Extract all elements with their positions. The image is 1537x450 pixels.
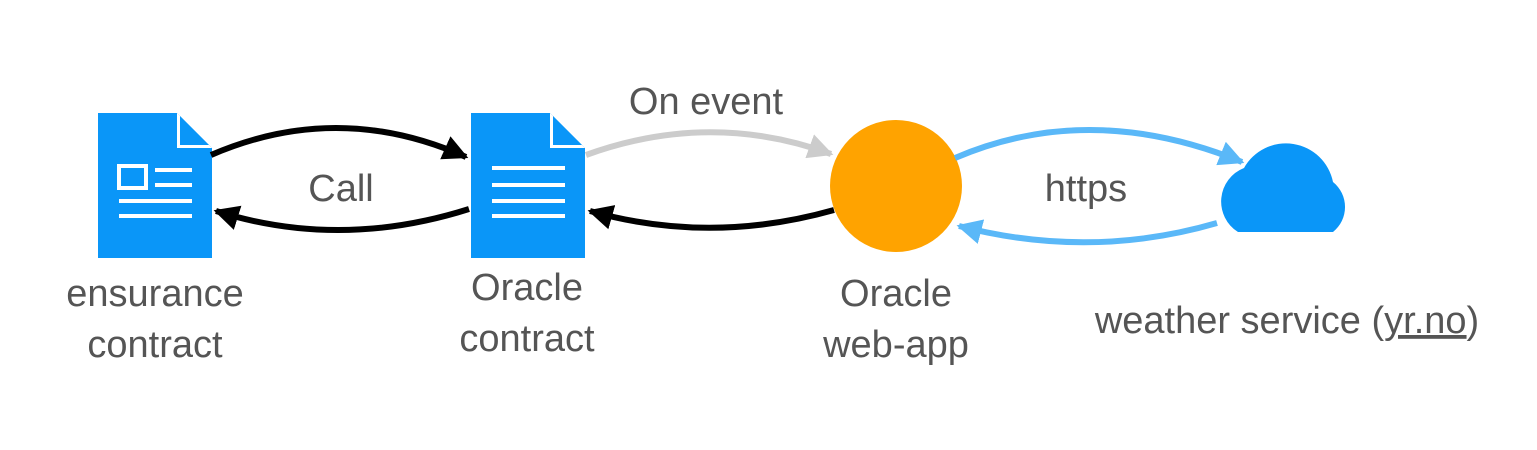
oracle-contract-label-line2: contract (459, 318, 595, 360)
ensurance-contract-document-icon (98, 113, 212, 258)
oracle-webapp-circle-icon (830, 120, 962, 252)
oracle-contract-document-icon (471, 113, 585, 258)
call-response-arrow (213, 205, 470, 233)
ensurance-contract-label-line2: contract (87, 324, 223, 366)
ensurance-contract-label-line1: ensurance (66, 273, 243, 315)
weather-service-cloud-icon (1221, 143, 1346, 232)
webapp-response-arrow (587, 205, 835, 231)
on-event-label: On event (629, 81, 784, 123)
oracle-webapp-label-line2: web-app (822, 324, 969, 366)
yr-no-link[interactable]: yr.no (1384, 300, 1466, 342)
call-request-arrow (209, 125, 469, 160)
https-request-arrow (953, 127, 1245, 166)
weather-service-label-suffix: ) (1467, 300, 1480, 342)
https-response-arrow (956, 219, 1218, 246)
weather-service-label-prefix: weather service ( (1094, 300, 1385, 342)
oracle-webapp-label-line1: Oracle (840, 273, 952, 315)
oracle-contract-label-line1: Oracle (471, 267, 583, 309)
on-event-arrow (584, 129, 834, 159)
https-label: https (1045, 168, 1127, 210)
call-label: Call (308, 168, 373, 210)
weather-service-label: weather service (yr.no) (1094, 300, 1479, 342)
